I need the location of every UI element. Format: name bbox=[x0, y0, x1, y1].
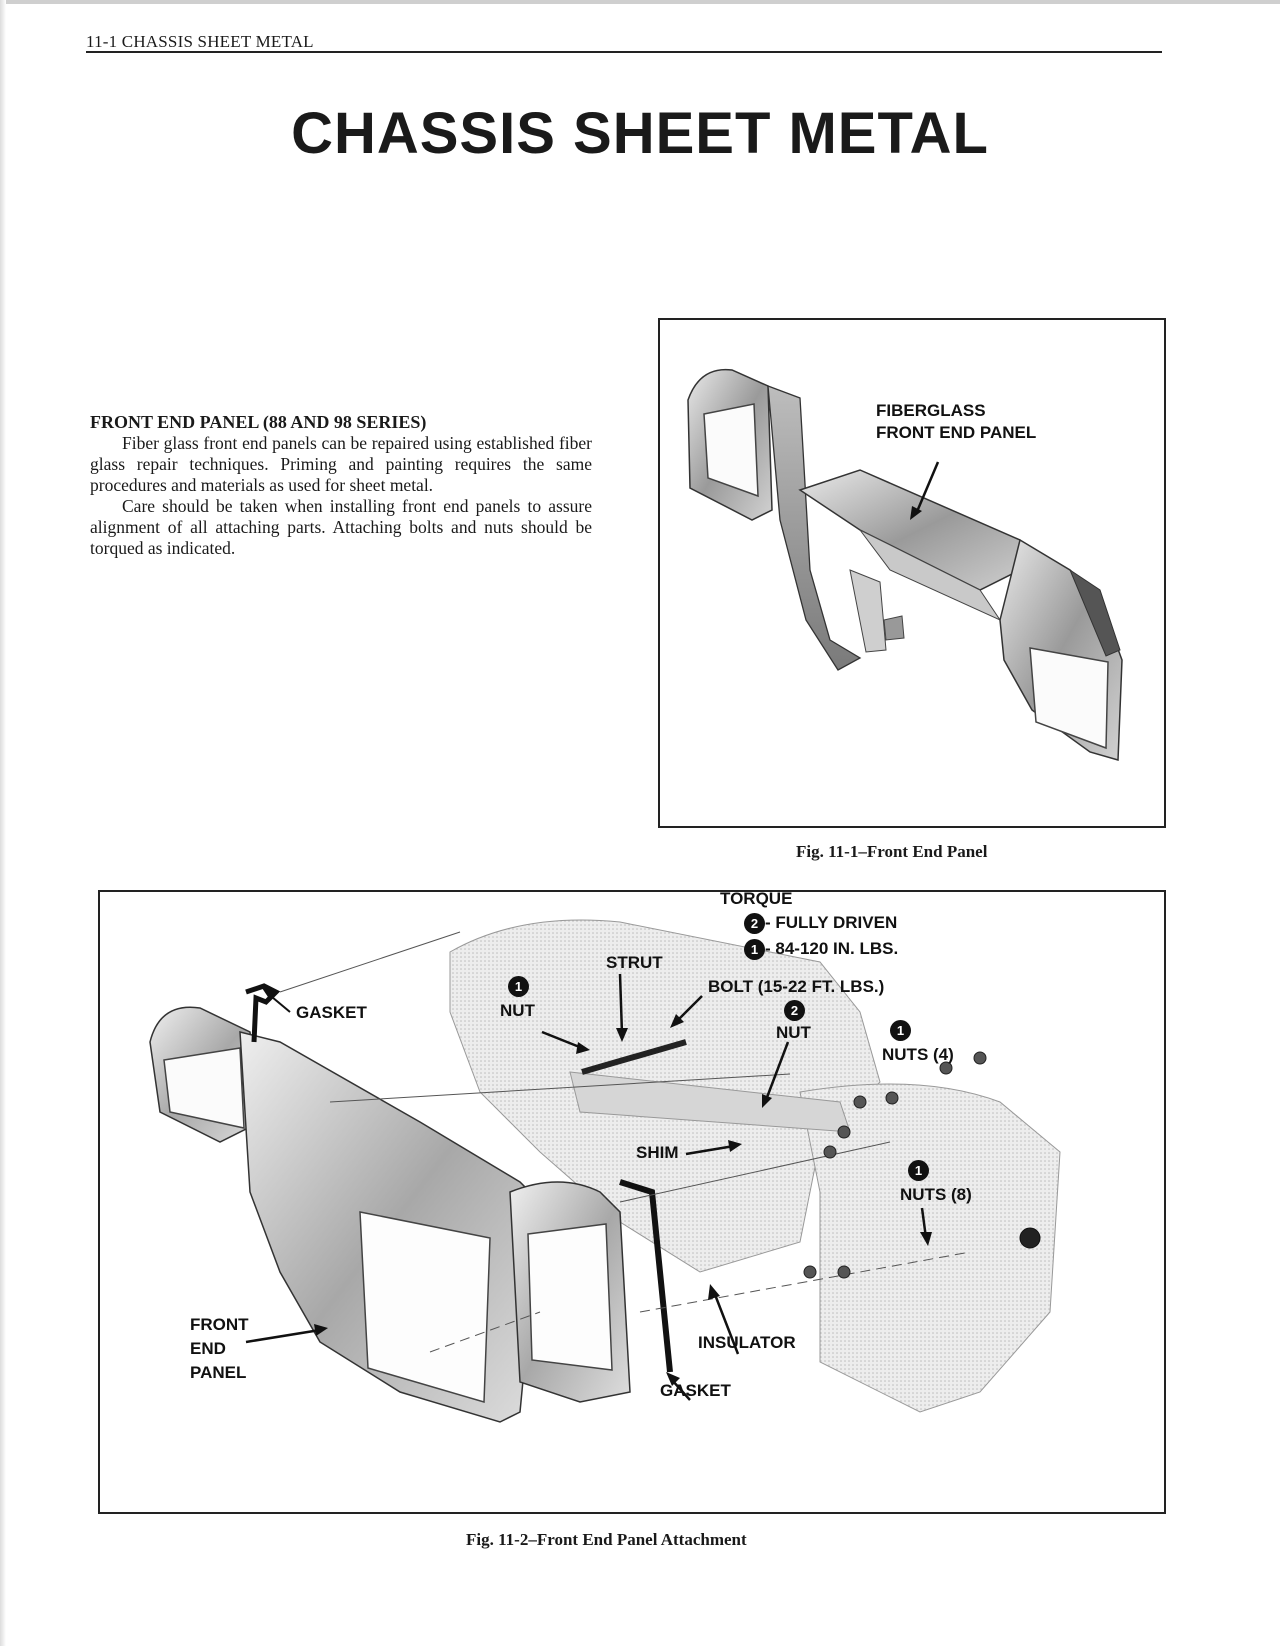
label-bolt: BOLT (15-22 FT. LBS.) bbox=[708, 977, 885, 996]
label-shim: SHIM bbox=[636, 1143, 679, 1162]
label-front-end-panel-line2: END bbox=[190, 1339, 226, 1358]
scan-edge-left bbox=[0, 0, 6, 1646]
figure-2-caption: Fig. 11-2–Front End Panel Attachment bbox=[466, 1530, 747, 1549]
front-end-attachment-illustration bbox=[149, 919, 1061, 1423]
label-insulator: INSULATOR bbox=[698, 1333, 796, 1352]
paragraph-1: Fiber glass front end panels can be repa… bbox=[90, 433, 592, 495]
figure-2-frame: TORQUE 2- FULLY DRIVEN 1- 84-120 IN. LBS… bbox=[98, 889, 1166, 1514]
badge-nuts-4: 1 bbox=[890, 1020, 911, 1041]
figure-1-frame: FIBERGLASS FRONT END PANEL bbox=[658, 318, 1166, 828]
label-front-end-panel-line1: FRONT bbox=[190, 1315, 249, 1334]
label-nut-left: NUT bbox=[500, 1001, 535, 1020]
scan-edge-top bbox=[0, 0, 1280, 4]
page-title: CHASSIS SHEET METAL bbox=[291, 101, 989, 166]
front-end-panel-illustration bbox=[687, 368, 1123, 761]
torque-text-84-120: - 84-120 IN. LBS. bbox=[765, 939, 899, 958]
section-heading: FRONT END PANEL (88 AND 98 SERIES) bbox=[90, 412, 427, 432]
torque-item-fully-driven: 2- FULLY DRIVEN bbox=[744, 912, 898, 935]
label-front-end-panel-line3: PANEL bbox=[190, 1363, 247, 1382]
label-strut: STRUT bbox=[606, 953, 663, 972]
label-gasket-top: GASKET bbox=[296, 1003, 367, 1022]
fig1-leader-line bbox=[914, 461, 940, 515]
torque-item-84-120: 1- 84-120 IN. LBS. bbox=[744, 938, 899, 961]
badge-nut-center: 2 bbox=[784, 1000, 805, 1021]
torque-badge-1: 1 bbox=[744, 939, 765, 961]
header-rule bbox=[86, 51, 1162, 53]
label-gasket-bottom: GASKET bbox=[660, 1381, 731, 1400]
label-nuts-4: NUTS (4) bbox=[882, 1045, 954, 1064]
running-head: 11-1 CHASSIS SHEET METAL bbox=[86, 32, 314, 51]
torque-text-fully-driven: - FULLY DRIVEN bbox=[765, 913, 898, 932]
badge-nuts-8: 1 bbox=[908, 1160, 929, 1181]
front-end-panel-section: FRONT END PANEL (88 AND 98 SERIES) Fiber… bbox=[90, 412, 592, 559]
torque-title: TORQUE bbox=[720, 889, 793, 908]
badge-nut-left: 1 bbox=[508, 976, 529, 997]
label-nuts-8: NUTS (8) bbox=[900, 1185, 972, 1204]
label-nut-center: NUT bbox=[776, 1023, 811, 1042]
figure-1-caption: Fig. 11-1–Front End Panel bbox=[796, 842, 988, 861]
fig1-label-front-end-panel: FRONT END PANEL bbox=[876, 423, 1037, 442]
paragraph-2: Care should be taken when installing fro… bbox=[90, 496, 592, 558]
torque-badge-2: 2 bbox=[744, 913, 765, 935]
fig1-label-fiberglass: FIBERGLASS bbox=[876, 401, 986, 420]
